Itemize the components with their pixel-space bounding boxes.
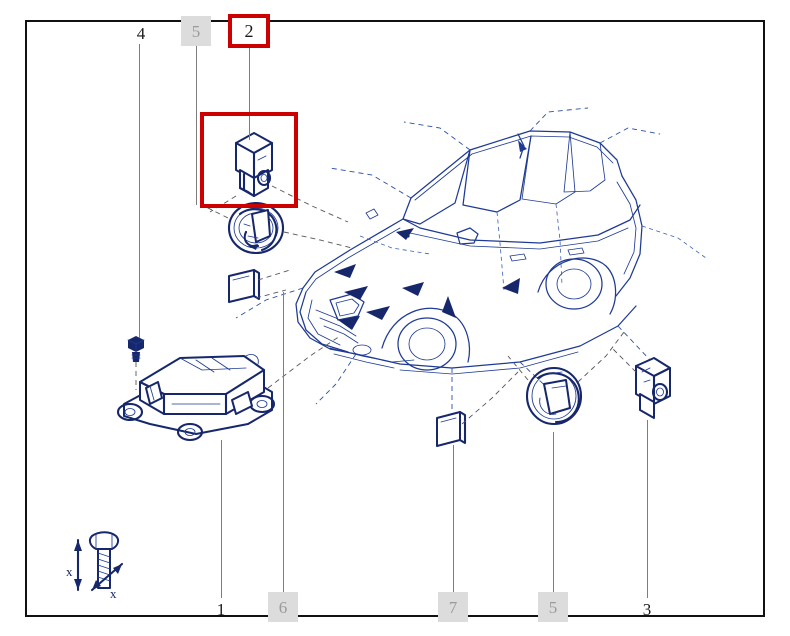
part-highlight-box [200,112,298,208]
leader-line-callout-5-top [196,46,198,205]
callout-1[interactable]: 1 [216,599,226,619]
callout-5-top[interactable]: 5 [181,16,211,46]
callout-6[interactable]: 6 [268,592,298,622]
diagram-frame [25,20,765,617]
leader-line-callout-7 [453,445,455,592]
callout-3[interactable]: 3 [642,599,652,619]
leader-line-callout-6 [283,292,285,592]
leader-line-callout-1 [221,440,223,598]
callout-2[interactable]: 2 [228,14,270,48]
callout-4[interactable]: 4 [136,23,146,43]
callout-5-bottom[interactable]: 5 [538,592,568,622]
leader-line-callout-3 [647,420,649,598]
leader-line-callout-4 [139,44,141,338]
leader-line-callout-2 [249,48,251,140]
leader-line-callout-5-bottom [553,432,555,592]
callout-7[interactable]: 7 [438,592,468,622]
